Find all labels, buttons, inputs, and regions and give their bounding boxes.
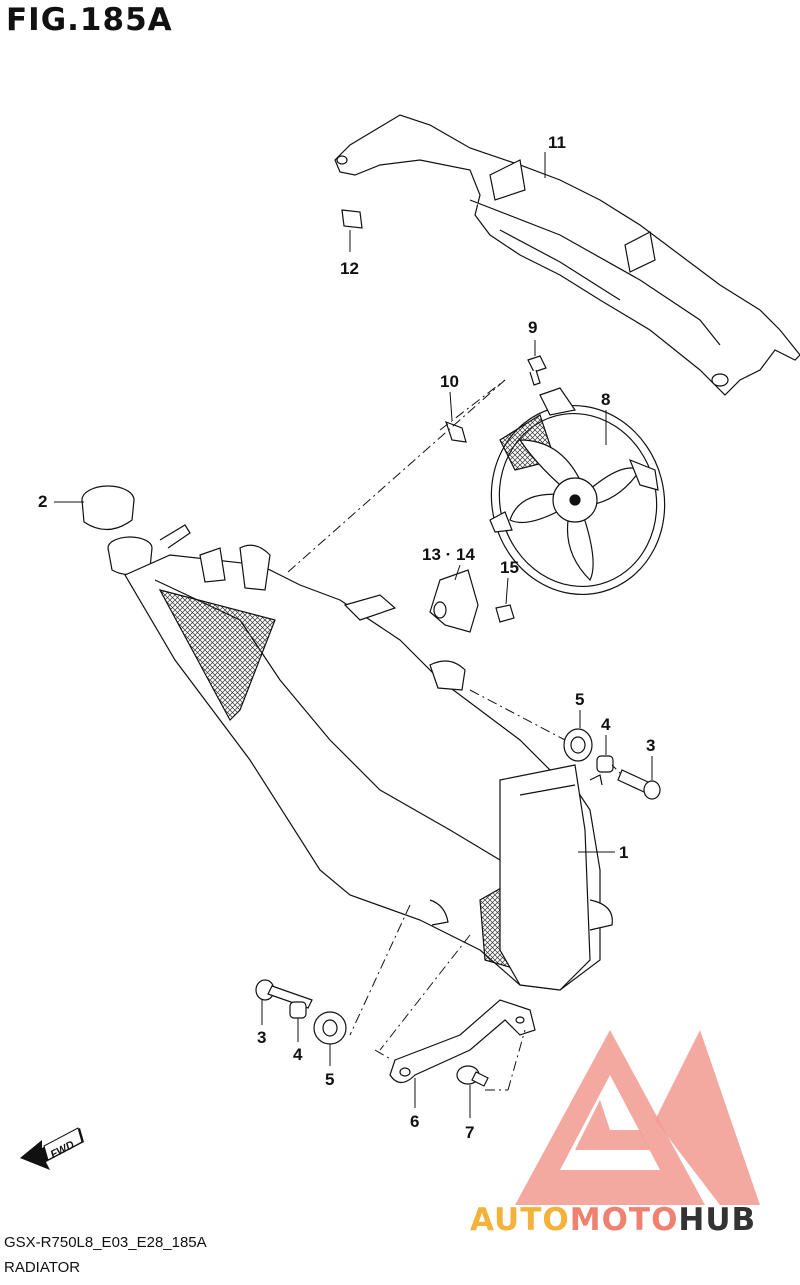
callout-4-lower: 4 [293,1045,303,1064]
watermark-logo [515,1030,760,1205]
nut-part-10 [445,420,467,443]
collar-part-4-lower [289,1001,307,1019]
bolt-part-3-upper [617,769,661,800]
callout-5-upper: 5 [575,690,584,709]
watermark-moto: MOTO [570,1202,679,1238]
radiator-part-1 [124,524,613,991]
collar-part-4-upper [596,755,614,773]
bolt-part-15 [495,604,515,623]
lower-bracket-part-6 [389,999,536,1084]
bolt-part-7 [456,1065,489,1087]
watermark-hub: HUB [678,1202,756,1238]
watermark-text: AUTOMOTOHUB [470,1202,756,1238]
callout-2: 2 [38,492,47,511]
figure-title: FIG.185A [6,2,173,38]
cooling-fan-part-8 [489,387,666,596]
radiator-cap-part-2 [81,485,153,576]
callout-8: 8 [601,390,610,409]
callout-3-lower: 3 [257,1028,266,1047]
callout-9: 9 [528,318,537,337]
callout-1: 1 [619,843,628,862]
callout-15: 15 [500,558,519,577]
leader-lines [54,152,653,1118]
callout-12: 12 [340,259,359,278]
callout-11: 11 [548,133,566,152]
callout-3-upper: 3 [646,736,655,755]
fan-shroud-part-11 [334,114,800,396]
callout-6: 6 [410,1112,419,1131]
bolt-part-9 [527,355,547,386]
clip-part-12 [341,209,363,229]
grommet-part-5-lower [313,1011,347,1045]
callout-13-14: 13 · 14 [422,545,475,564]
callout-4-upper: 4 [601,715,611,734]
watermark-auto: AUTO [470,1202,570,1238]
callout-10: 10 [440,372,459,391]
callout-7: 7 [465,1123,474,1142]
diagram-caption: RADIATOR [4,1259,81,1276]
bracket-part-13-14 [429,569,479,633]
callout-labels: 11 12 9 10 8 2 13 · 14 15 5 4 3 1 3 4 5 … [38,133,655,1142]
callout-5-lower: 5 [325,1070,334,1089]
forward-direction-arrow: FWD [20,1127,84,1170]
model-code: GSX-R750L8_E03_E28_185A [4,1234,207,1251]
grommet-part-5-upper [563,728,593,762]
